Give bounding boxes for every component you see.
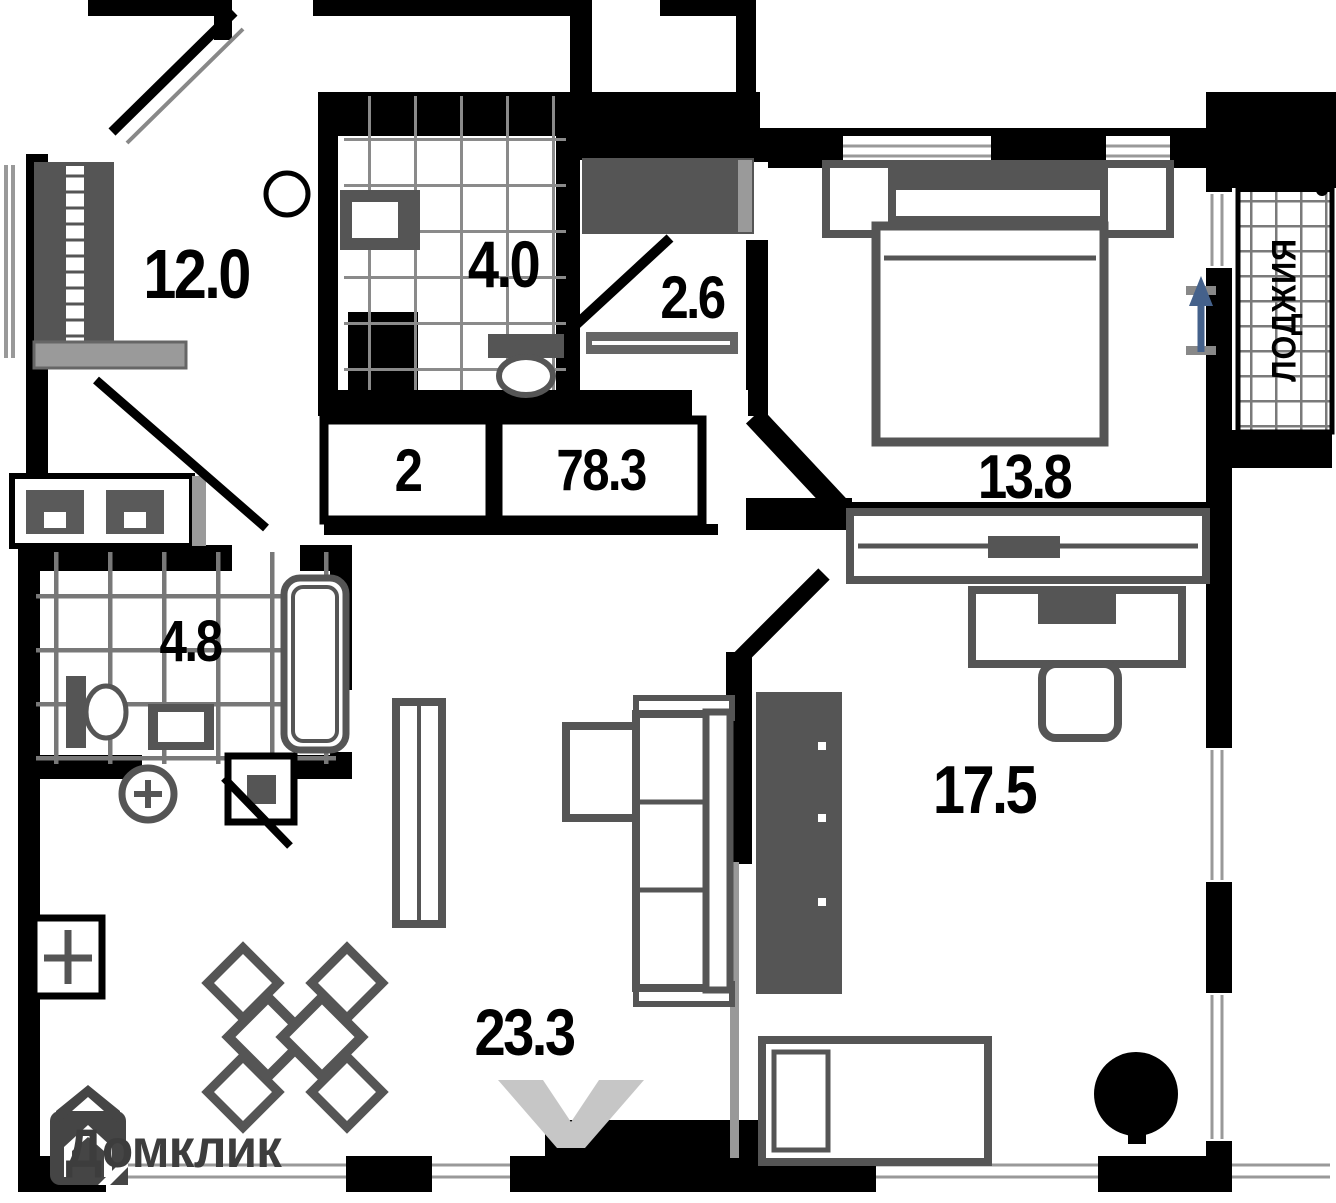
bathroom2-door-swing bbox=[221, 775, 293, 849]
bathroom2-toilet bbox=[66, 676, 129, 748]
entry-door-swing bbox=[562, 234, 674, 338]
tall-cabinet bbox=[392, 698, 446, 928]
loggia bbox=[1235, 184, 1335, 435]
domclick-logo: Домклик bbox=[46, 1092, 287, 1180]
dining-set bbox=[201, 941, 389, 1134]
toilet bbox=[488, 334, 564, 398]
room-label-bathroom-2: 4.8 bbox=[159, 609, 223, 674]
entry-shoe-shelf bbox=[586, 332, 738, 354]
desk bbox=[968, 586, 1186, 668]
single-bed bbox=[758, 1036, 992, 1166]
room-label-bedroom-2: 17.5 bbox=[932, 752, 1038, 828]
domclick-logo-text: Домклик bbox=[65, 1119, 282, 1179]
washing-machine bbox=[118, 764, 178, 824]
bathroom-sink bbox=[340, 190, 420, 250]
room-label-hallway: 12.0 bbox=[143, 235, 251, 313]
bedroom2-wardrobe bbox=[756, 692, 842, 994]
room-label-closet: 2.6 bbox=[660, 264, 726, 331]
loggia-label: ЛОДЖИЯ bbox=[1265, 238, 1304, 382]
north-arrow-icon bbox=[1186, 276, 1216, 355]
desk-chair bbox=[1038, 660, 1122, 742]
domclick-house-icon bbox=[50, 1085, 128, 1185]
entry-wardrobe bbox=[582, 158, 754, 234]
legend-boxes bbox=[319, 415, 707, 525]
room-label-bedroom: 13.8 bbox=[977, 443, 1073, 512]
hallway-wardrobe bbox=[34, 162, 114, 360]
sofa bbox=[562, 695, 735, 1007]
bathroom2-sink bbox=[148, 704, 214, 750]
nightstand-right bbox=[1100, 160, 1174, 238]
legend-total-area: 78.3 bbox=[556, 438, 647, 503]
kitchen-sink bbox=[30, 914, 106, 1000]
tv-dresser bbox=[846, 508, 1210, 584]
legend-rooms-count: 2 bbox=[394, 437, 423, 504]
double-bed bbox=[822, 160, 1174, 447]
room-label-living-kitchen: 23.3 bbox=[474, 995, 577, 1069]
bathtub bbox=[280, 574, 350, 754]
hallway-shelf bbox=[32, 340, 188, 370]
shoe-bench bbox=[9, 473, 206, 549]
watermark-chevron-icon bbox=[498, 1080, 644, 1148]
ceiling-light bbox=[263, 170, 311, 218]
round-table bbox=[1094, 1052, 1178, 1144]
room-label-bathroom: 4.0 bbox=[467, 227, 541, 301]
hallway-door-swing bbox=[93, 376, 269, 532]
